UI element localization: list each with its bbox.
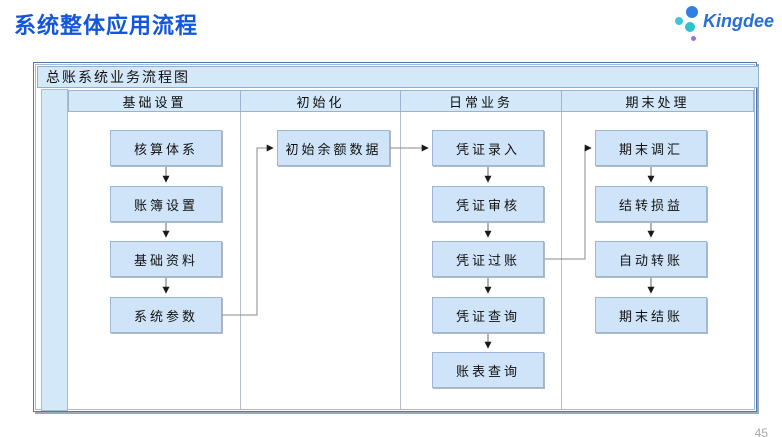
column-header-basic-setup: 基础设置 xyxy=(68,90,241,112)
flow-step: 自动转账 xyxy=(595,241,707,277)
logo-brand-text: Kingdee xyxy=(703,11,775,31)
column-divider xyxy=(561,112,562,409)
flow-step: 凭证查询 xyxy=(432,297,544,333)
kingdee-logo: Kingdee xyxy=(670,0,782,48)
logo-dot-icon xyxy=(691,36,696,41)
column-header-period-end: 期末处理 xyxy=(561,90,754,112)
column-divider xyxy=(240,112,241,409)
flowchart-frame-inner xyxy=(35,64,755,410)
logo-dot-icon xyxy=(675,17,683,25)
flow-step: 初始余额数据 xyxy=(277,130,390,166)
slide-title: 系统整体应用流程 xyxy=(14,13,199,38)
column-header-init: 初始化 xyxy=(240,90,401,112)
column-divider xyxy=(400,112,401,409)
flow-step: 账簿设置 xyxy=(110,186,222,222)
logo-dot-icon xyxy=(686,6,698,18)
flow-step: 基础资料 xyxy=(110,241,222,277)
flow-step: 凭证过账 xyxy=(432,241,544,277)
flowchart-titlebar: 总账系统业务流程图 xyxy=(37,66,759,88)
logo-dot-icon xyxy=(685,22,695,32)
flow-step: 凭证审核 xyxy=(432,186,544,222)
page-number: 45 xyxy=(754,426,768,437)
column-header-daily: 日常业务 xyxy=(400,90,562,112)
flow-step: 凭证录入 xyxy=(432,130,544,166)
left-gutter xyxy=(41,89,68,411)
flow-step: 期末调汇 xyxy=(595,130,707,166)
flow-step: 结转损益 xyxy=(595,186,707,222)
flowchart-title: 总账系统业务流程图 xyxy=(46,71,190,86)
flow-step: 系统参数 xyxy=(110,297,222,333)
flow-step: 账表查询 xyxy=(432,352,544,388)
flow-step: 期末结账 xyxy=(595,297,707,333)
flowchart-frame xyxy=(33,62,757,412)
flow-step: 核算体系 xyxy=(110,130,222,166)
